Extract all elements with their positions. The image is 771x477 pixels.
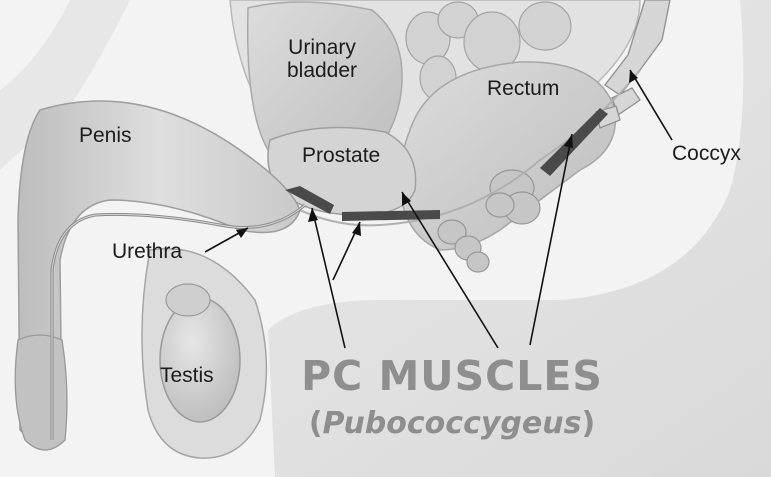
label-urinary-bladder-line2: bladder bbox=[270, 59, 374, 82]
label-rectum: Rectum bbox=[487, 77, 559, 100]
label-urethra: Urethra bbox=[112, 240, 182, 263]
label-penis: Penis bbox=[79, 124, 132, 147]
pc-muscles-title: PC MUSCLES bbox=[262, 352, 642, 400]
label-testis: Testis bbox=[160, 364, 214, 387]
subtitle-latin-name: Pubococcygeus bbox=[323, 406, 582, 441]
label-prostate: Prostate bbox=[302, 144, 380, 167]
glans-shape bbox=[15, 335, 67, 450]
subtitle-open-paren: ( bbox=[309, 406, 323, 441]
label-urinary-bladder-line1: Urinary bbox=[270, 36, 374, 59]
pc-muscles-subtitle: (Pubococcygeus) bbox=[262, 406, 642, 441]
testis-shape bbox=[160, 298, 240, 422]
label-coccyx: Coccyx bbox=[672, 142, 741, 165]
label-urinary-bladder: Urinary bladder bbox=[270, 36, 374, 82]
subtitle-close-paren: ) bbox=[581, 406, 595, 441]
